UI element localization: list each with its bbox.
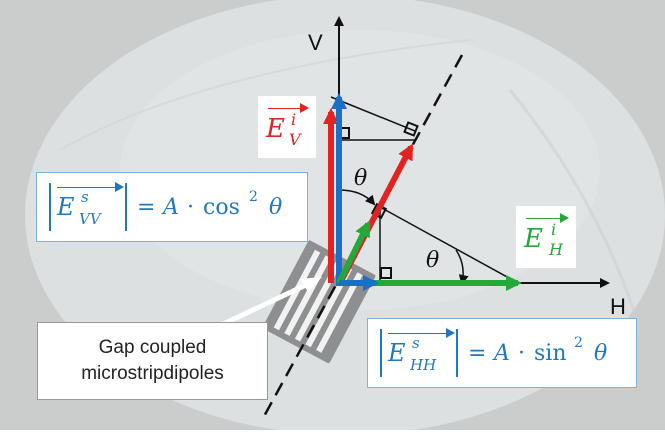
eq-hh-symbol: E [388, 339, 406, 367]
eq-vv-sub: VV [79, 210, 101, 228]
eq-hh-fn: sin [534, 341, 567, 366]
eh-incident-sup: i [551, 220, 557, 239]
green-arrow-diagonal [336, 220, 371, 285]
ev-incident-sub: V [289, 130, 301, 149]
equation-hh-box: E s HH = A · sin 2 θ [367, 318, 637, 388]
equation-vv-box: E s VV = A · cos 2 θ [36, 172, 308, 242]
right-angle-marker [403, 121, 419, 137]
ev-incident-label: E i V [258, 96, 316, 158]
eq-hh-sub: HH [410, 356, 437, 374]
eq-vv-coeff: A [163, 195, 179, 220]
eq-vv-sup: s [81, 188, 89, 206]
callout-line-2: microstripdipoles [81, 363, 224, 384]
eq-hh-power: 2 [574, 335, 583, 351]
theta-label-lower: θ [426, 248, 440, 273]
eq-vv-power: 2 [249, 189, 258, 205]
theta-label-upper: θ [354, 166, 368, 191]
callout-pointer [215, 281, 310, 330]
eq-vv-fn: cos [203, 195, 240, 220]
eq-hh-dot: · [518, 341, 525, 366]
eq-hh-sup: s [412, 334, 420, 352]
eh-incident-label: E i H [516, 206, 576, 268]
eq-vv-equals: = [137, 195, 156, 220]
eq-vv-symbol: E [57, 193, 75, 221]
callout-line-1: Gap coupled [98, 337, 207, 358]
eh-incident-sub: H [549, 240, 563, 259]
ev-incident-symbol: E [266, 114, 285, 144]
projection-line-diag [379, 206, 519, 284]
eq-hh-equals: = [468, 341, 487, 366]
eq-hh-angle: θ [594, 341, 608, 366]
eh-incident-symbol: E [524, 224, 543, 254]
right-angle-marker [380, 267, 392, 279]
eq-vv-dot: · [187, 195, 194, 220]
ev-incident-sup: i [291, 110, 297, 129]
eq-hh-coeff: A [494, 341, 510, 366]
theta-arc-upper [338, 189, 376, 206]
h-axis-label: H [610, 294, 626, 319]
v-axis-label: V [308, 30, 323, 55]
eq-vv-angle: θ [269, 195, 283, 220]
callout-box: Gap coupled microstripdipoles [37, 322, 268, 400]
